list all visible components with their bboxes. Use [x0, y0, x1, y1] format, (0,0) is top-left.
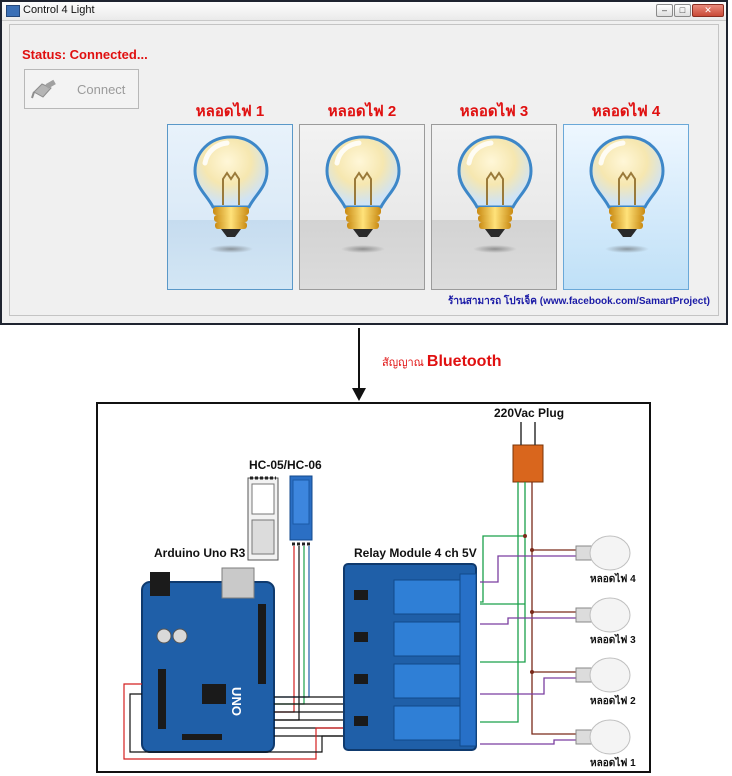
bt-module-front — [289, 475, 313, 546]
bulb-3 — [575, 597, 631, 633]
connect-label: Connect — [77, 82, 126, 97]
lamp-2-label: หลอดไฟ 2 — [327, 103, 397, 120]
signal-name: Bluetooth — [426, 353, 502, 370]
lamp-3-button[interactable] — [431, 124, 557, 290]
app-window: Control 4 Light – □ ✕ Status: Connected.… — [0, 0, 728, 325]
relay-label: Relay Module 4 ch 5V — [354, 546, 477, 560]
status-text: Status: Connected... — [22, 47, 148, 62]
bulb-2 — [575, 657, 631, 693]
bulb-2-label: หลอดไฟ 2 — [590, 696, 636, 707]
signal-arrow — [352, 328, 366, 401]
maximize-button[interactable]: □ — [674, 4, 691, 17]
bulb-3-label: หลอดไฟ 3 — [590, 635, 636, 646]
arduino-label: Arduino Uno R3 — [154, 546, 246, 560]
bluetooth-signal-label: สัญญาณ Bluetooth — [382, 353, 502, 371]
wiring-graphic — [123, 422, 631, 760]
plug-body — [512, 444, 544, 483]
client-area: Status: Connected... Connect หลอดไฟ 1 หล… — [9, 24, 719, 316]
footer-credit: ร้านสามารถ โปรเจ็ค (www.facebook.com/Sam… — [447, 296, 710, 307]
lamp-3-label: หลอดไฟ 3 — [459, 103, 529, 120]
title-bar: Control 4 Light – □ ✕ — [2, 2, 726, 21]
relay-module — [343, 563, 477, 751]
plug-icon — [31, 79, 56, 99]
arduino-board — [141, 567, 275, 753]
connect-button[interactable]: Connect — [24, 69, 139, 109]
lamp-1-label: หลอดไฟ 1 — [195, 103, 265, 120]
app-icon — [6, 5, 20, 17]
signal-prefix: สัญญาณ — [382, 357, 427, 369]
close-button[interactable]: ✕ — [692, 4, 724, 17]
bt-module-label: HC-05/HC-06 — [249, 458, 322, 472]
bulb-4 — [575, 535, 631, 571]
minimize-button[interactable]: – — [656, 4, 673, 17]
window-title: Control 4 Light — [23, 4, 95, 16]
plug-label: 220Vac Plug — [494, 406, 565, 420]
lamp-1-button[interactable] — [167, 124, 293, 290]
lamp-2-button[interactable] — [299, 124, 425, 290]
lamp-4-label: หลอดไฟ 4 — [591, 103, 661, 120]
lamp-4-button[interactable] — [563, 124, 689, 290]
bulb-1-label: หลอดไฟ 1 — [590, 758, 636, 769]
uno-board-text: UNO — [228, 687, 244, 716]
bulb-4-label: หลอดไฟ 4 — [590, 574, 636, 585]
bulb-1 — [575, 719, 631, 755]
bt-module-back — [247, 476, 279, 561]
wiring-diagram: 220Vac Plug HC-05/HC-06 Arduino Uno R3 R… — [96, 402, 651, 773]
